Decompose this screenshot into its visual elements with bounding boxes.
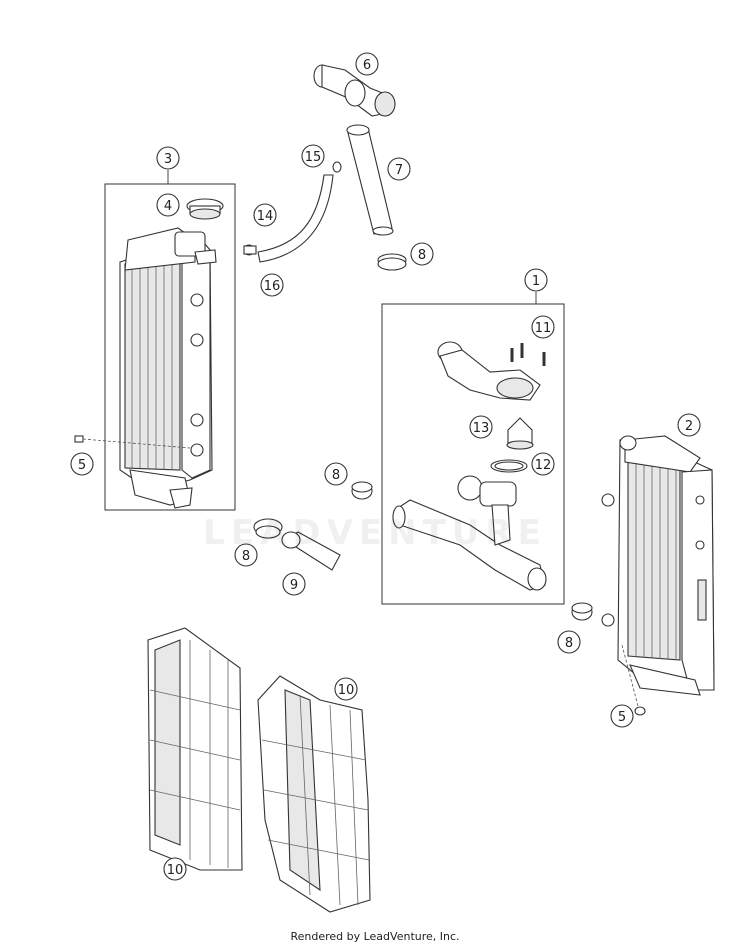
right-radiator-guard[interactable] xyxy=(257,675,371,913)
callout-9[interactable]: 9 xyxy=(282,572,306,596)
svg-text:7: 7 xyxy=(395,163,403,178)
footer-credit: Rendered by LeadVenture, Inc. xyxy=(290,930,460,943)
svg-text:6: 6 xyxy=(363,58,371,73)
svg-text:10: 10 xyxy=(338,683,355,698)
svg-text:13: 13 xyxy=(473,421,490,436)
right-radiator[interactable] xyxy=(601,435,715,696)
right-radiator-group xyxy=(571,435,715,716)
callout-13[interactable]: 13 xyxy=(469,415,493,439)
callout-16[interactable]: 16 xyxy=(260,273,284,297)
small-hose-clip-16[interactable] xyxy=(243,244,257,256)
callout-8-top[interactable]: 8 xyxy=(410,242,434,266)
thermostat-group xyxy=(381,292,565,605)
svg-text:14: 14 xyxy=(257,209,274,224)
callout-7[interactable]: 7 xyxy=(387,157,411,181)
left-radiator-group xyxy=(74,170,236,511)
svg-text:2: 2 xyxy=(685,419,693,434)
callout-2[interactable]: 2 xyxy=(677,413,701,437)
upper-radiator-hose[interactable] xyxy=(313,64,396,117)
callout-8-lower-left[interactable]: 8 xyxy=(234,543,258,567)
left-radiator[interactable] xyxy=(119,227,217,509)
svg-text:3: 3 xyxy=(164,152,172,167)
small-hose-clip-15[interactable] xyxy=(332,161,342,173)
short-coolant-hose[interactable] xyxy=(281,531,341,571)
svg-text:12: 12 xyxy=(535,458,552,473)
svg-text:16: 16 xyxy=(264,279,281,294)
hose-clamp-top[interactable] xyxy=(377,253,407,271)
hose-clamp-lower-left[interactable] xyxy=(253,518,283,539)
svg-text:11: 11 xyxy=(535,321,552,336)
thermostat-bolts[interactable] xyxy=(510,343,546,366)
callout-4[interactable]: 4 xyxy=(156,193,180,217)
callout-12[interactable]: 12 xyxy=(531,452,555,476)
svg-text:5: 5 xyxy=(78,458,86,473)
left-screw[interactable] xyxy=(74,435,191,449)
callout-14[interactable]: 14 xyxy=(253,203,277,227)
straight-coolant-tube[interactable] xyxy=(346,124,394,236)
svg-text:8: 8 xyxy=(565,636,573,651)
left-radiator-guard[interactable] xyxy=(147,627,243,871)
radiator-cap[interactable] xyxy=(186,198,224,220)
callout-5-left[interactable]: 5 xyxy=(70,452,94,476)
callout-1[interactable]: 1 xyxy=(524,268,548,292)
callout-15[interactable]: 15 xyxy=(301,144,325,168)
svg-text:8: 8 xyxy=(242,549,250,564)
svg-text:8: 8 xyxy=(418,248,426,263)
o-ring[interactable] xyxy=(490,459,528,473)
svg-text:5: 5 xyxy=(618,710,626,725)
right-screw[interactable] xyxy=(621,644,646,716)
callout-10-left-guard[interactable]: 10 xyxy=(163,857,187,881)
thermostat[interactable] xyxy=(506,417,534,450)
svg-text:15: 15 xyxy=(305,150,322,165)
callout-10-right-guard[interactable]: 10 xyxy=(334,677,358,701)
callout-11[interactable]: 11 xyxy=(531,315,555,339)
upper-hose-group xyxy=(243,64,407,271)
callout-8-right[interactable]: 8 xyxy=(557,630,581,654)
callout-8-center[interactable]: 8 xyxy=(324,462,348,486)
vent-hose[interactable] xyxy=(257,174,334,263)
hose-clamp-center[interactable] xyxy=(351,481,373,500)
thermostat-upper-hose[interactable] xyxy=(437,341,541,401)
svg-text:9: 9 xyxy=(290,578,298,593)
hose-clamp-right[interactable] xyxy=(571,602,593,621)
left-radiator-frame xyxy=(104,183,236,511)
callout-3[interactable]: 3 xyxy=(156,146,180,170)
callout-6[interactable]: 6 xyxy=(355,52,379,76)
callout-5-right[interactable]: 5 xyxy=(610,704,634,728)
svg-text:4: 4 xyxy=(164,199,172,214)
lower-left-hose-group xyxy=(253,481,373,571)
svg-text:8: 8 xyxy=(332,468,340,483)
thermostat-lower-hose[interactable] xyxy=(392,475,547,591)
svg-text:10: 10 xyxy=(167,863,184,878)
svg-text:1: 1 xyxy=(532,274,540,289)
thermostat-frame xyxy=(381,303,565,605)
